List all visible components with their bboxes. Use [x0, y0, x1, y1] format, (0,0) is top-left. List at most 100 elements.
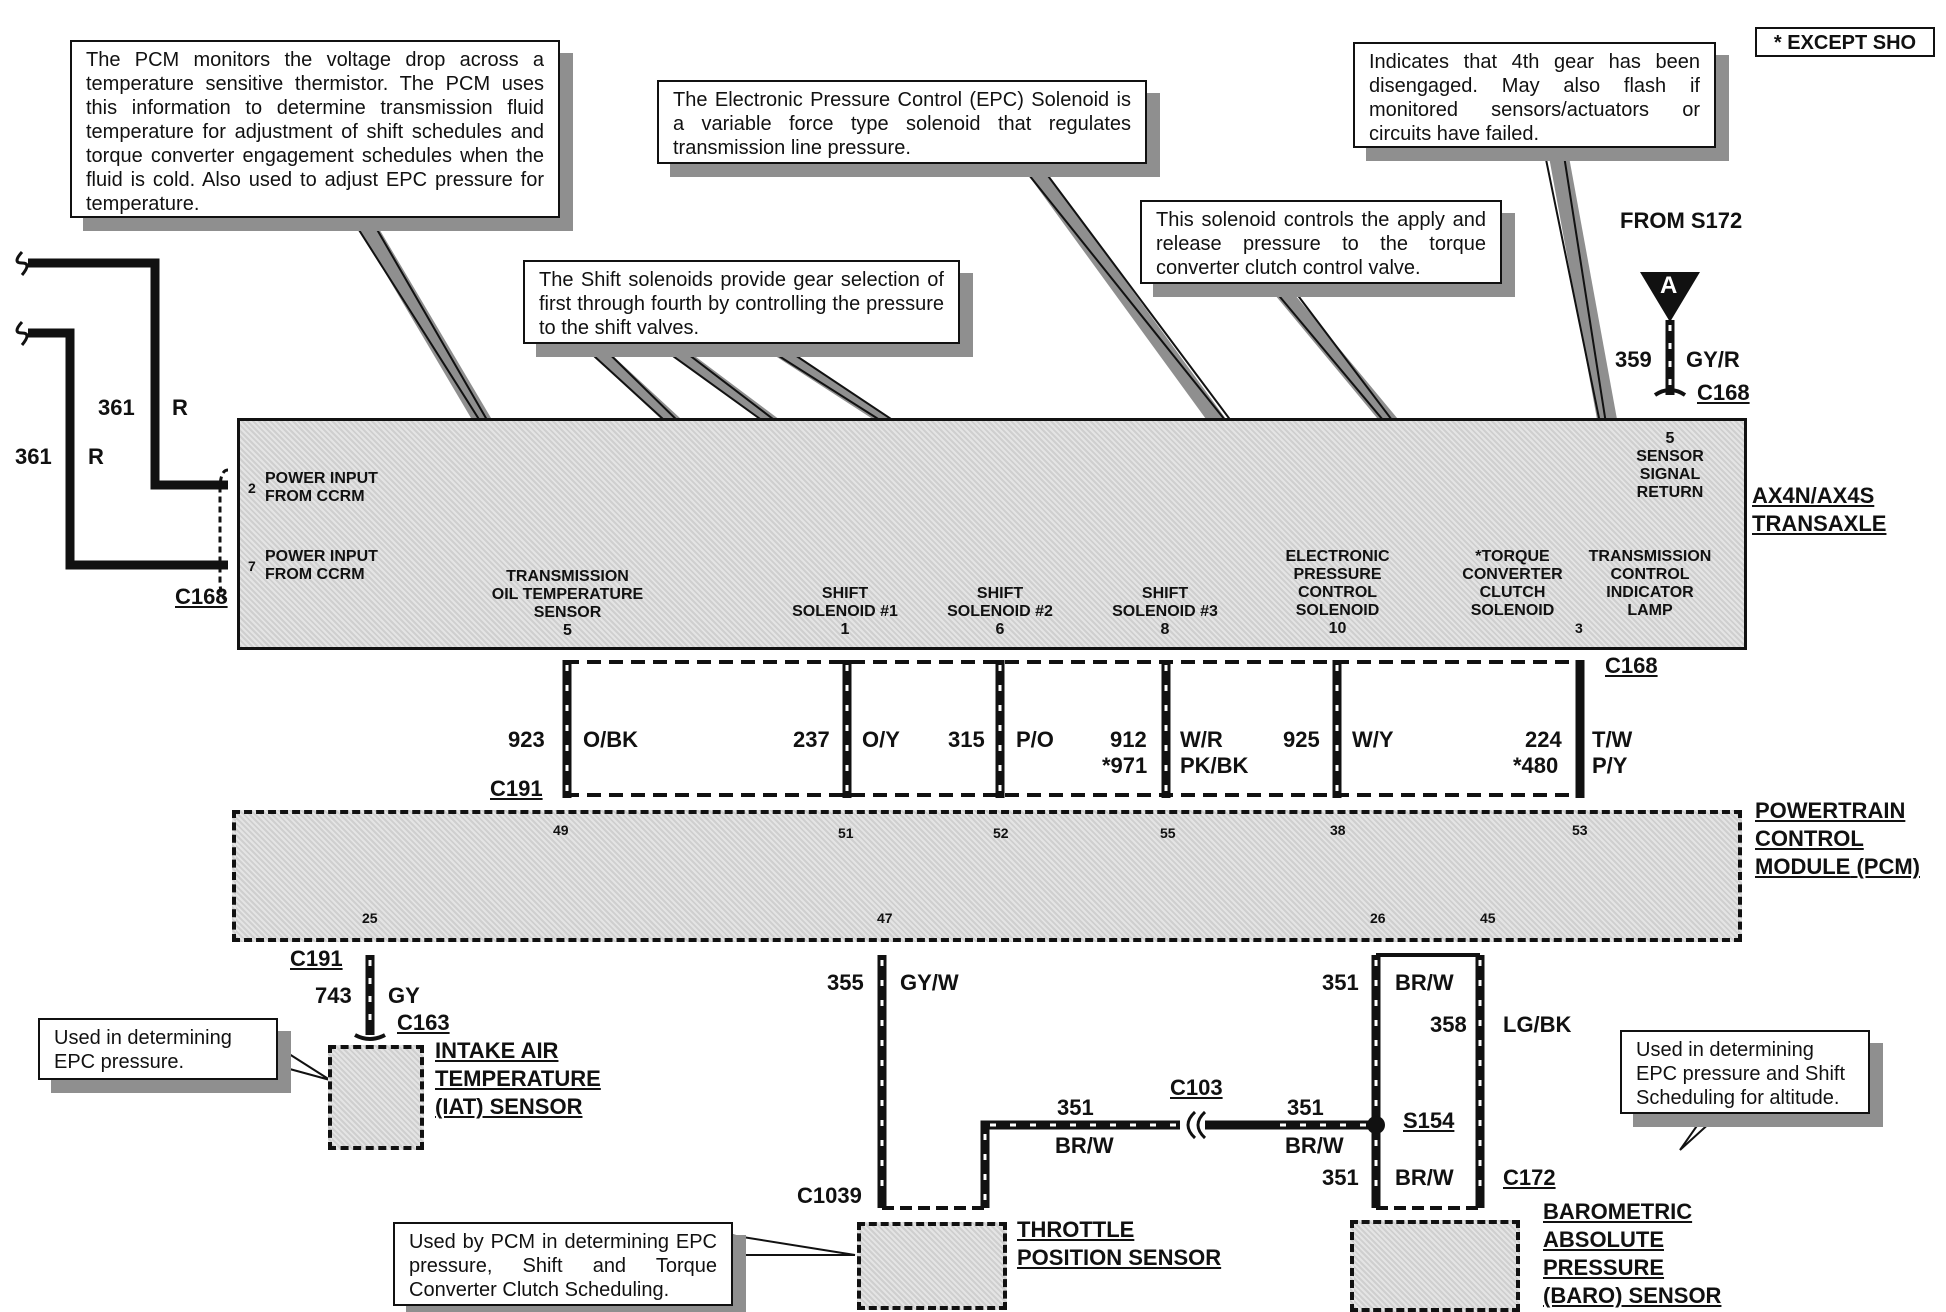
baro-sensor-name: BAROMETRIC ABSOLUTE PRESSURE (BARO) SENS… [1543, 1198, 1721, 1310]
pcm-pin-45: 45 [1480, 910, 1496, 926]
ss1-line2: SOLENOID #1 [792, 603, 898, 620]
wire-237: 237 [793, 727, 830, 752]
tot-sensor-label: TRANSMISSION OIL TEMPERATURE SENSOR 5 [470, 568, 665, 640]
power1-line2: FROM CCRM [265, 488, 365, 505]
connector-c191-top: C191 [490, 776, 543, 801]
callout-iat: Used in determining EPC pressure. [38, 1018, 278, 1080]
transaxle-name: AX4N/AX4S TRANSAXLE [1752, 482, 1886, 538]
tot-line3: SENSOR [533, 604, 602, 621]
ss2-pin: 6 [995, 621, 1005, 638]
tcil-label: TRANSMISSION CONTROL INDICATOR LAMP [1580, 548, 1720, 620]
connector-c168-right: C168 [1605, 653, 1658, 678]
callout-thermistor: The PCM monitors the voltage drop across… [70, 40, 560, 218]
callout-tcc-text: This solenoid controls the apply and rel… [1156, 209, 1486, 279]
wire-971: *971 [1102, 753, 1148, 778]
wire-351-b-color: BR/W [1055, 1133, 1114, 1158]
iat-line2: TEMPERATURE [435, 1066, 601, 1091]
callout-iat-text: Used in determining EPC pressure. [54, 1027, 232, 1073]
ss3-line1: SHIFT [1141, 585, 1189, 602]
ss1-pin: 1 [840, 621, 850, 638]
wire-315: 315 [948, 727, 985, 752]
wire-971-color: PK/BK [1180, 753, 1249, 778]
pcm-pin-25: 25 [362, 910, 378, 926]
splice-s154: S154 [1403, 1108, 1455, 1133]
tcil-pin: 3 [1575, 620, 1583, 636]
pcm-name-line2: CONTROL [1755, 826, 1864, 851]
tps-name: THROTTLE POSITION SENSOR [1017, 1216, 1221, 1272]
baro-line2: ABSOLUTE [1543, 1227, 1664, 1252]
power1-line1: POWER INPUT [265, 470, 378, 487]
wire-925-color: W/Y [1352, 727, 1394, 752]
iat-line3: (IAT) SENSOR [435, 1094, 583, 1119]
except-sho-text: * EXCEPT SHO [1773, 32, 1917, 54]
wire-923-color: O/BK [583, 727, 638, 752]
callout-fourth-gear: Indicates that 4th gear has been disenga… [1353, 42, 1716, 148]
except-sho-legend: * EXCEPT SHO [1755, 27, 1935, 57]
wire-359-color: GY/R [1686, 347, 1740, 372]
pcm-pin-52: 52 [993, 825, 1009, 841]
wire-361-a-num: 361 [98, 395, 135, 420]
wire-237-color: O/Y [862, 727, 900, 752]
power1-pin: 2 [248, 480, 256, 496]
shift-solenoid-3-label: SHIFT SOLENOID #3 8 [1100, 585, 1230, 639]
pcm-box [232, 810, 1742, 942]
wire-224: 224 [1525, 727, 1562, 752]
tcil-line1: TRANSMISSION [1588, 548, 1712, 565]
baro-line3: PRESSURE [1543, 1255, 1665, 1280]
pcm-name-line1: POWERTRAIN [1755, 798, 1906, 823]
epc-line3: CONTROL [1297, 584, 1378, 601]
pcm-pin-49: 49 [553, 822, 569, 838]
wire-361-b-color: R [88, 444, 104, 469]
connector-c103: C103 [1170, 1075, 1223, 1100]
epc-solenoid-label: ELECTRONIC PRESSURE CONTROL SOLENOID 10 [1270, 548, 1405, 638]
tcc-line2: CONVERTER [1462, 566, 1563, 583]
ss1-line1: SHIFT [821, 585, 869, 602]
ss3-pin: 8 [1160, 621, 1170, 638]
iat-sensor-box [328, 1045, 424, 1150]
ssr-line1: SENSOR [1636, 448, 1704, 465]
epc-line2: PRESSURE [1293, 566, 1382, 583]
connector-c168-left: C168 [175, 584, 228, 609]
callout-shift: The Shift solenoids provide gear selecti… [523, 260, 960, 344]
wire-361-a-color: R [172, 395, 188, 420]
callout-tps: Used by PCM in determining EPC pressure,… [393, 1222, 733, 1306]
wire-351-b: 351 [1057, 1095, 1094, 1120]
power-wires [28, 258, 228, 570]
wire-912: 912 [1110, 727, 1147, 752]
wire-361-b: 361 [15, 444, 52, 469]
power2-pin: 7 [248, 558, 256, 574]
connector-c1039: C1039 [797, 1183, 862, 1208]
callout-tps-text: Used by PCM in determining EPC pressure,… [409, 1231, 717, 1301]
tot-line2: OIL TEMPERATURE [491, 586, 644, 603]
wire-351-d: 351 [1322, 1165, 1359, 1190]
tcil-line2: CONTROL [1610, 566, 1690, 583]
tps-box [857, 1222, 1007, 1310]
wire-351-c: 351 [1287, 1095, 1324, 1120]
pcm-name: POWERTRAIN CONTROL MODULE (PCM) [1755, 797, 1920, 881]
ssr-line2: SIGNAL [1639, 466, 1701, 483]
splice-a-label: A [1660, 272, 1678, 299]
wire-912-color: W/R [1180, 727, 1223, 752]
callout-thermistor-text: The PCM monitors the voltage drop across… [86, 49, 544, 215]
callout-shift-text: The Shift solenoids provide gear selecti… [539, 269, 944, 339]
ssr-pin: 5 [1665, 430, 1675, 447]
epc-line1: ELECTRONIC [1285, 548, 1390, 565]
wire-923: 923 [508, 727, 545, 752]
tcc-line4: SOLENOID [1470, 602, 1555, 619]
ssr-line3: RETURN [1636, 484, 1704, 501]
wire-351-a: 351 [1322, 970, 1359, 995]
wire-315-color: P/O [1016, 727, 1054, 752]
ss2-line2: SOLENOID #2 [947, 603, 1053, 620]
wire-925: 925 [1283, 727, 1320, 752]
wire-355: 355 [827, 970, 864, 995]
tcil-line3: INDICATOR [1606, 584, 1694, 601]
connector-c168-top: C168 [1697, 380, 1750, 405]
wire-224-color: T/W [1592, 727, 1633, 752]
pcm-pin-26: 26 [1370, 910, 1386, 926]
callout-baro-text: Used in determining EPC pressure and Shi… [1636, 1039, 1845, 1109]
pcm-pin-38: 38 [1330, 822, 1346, 838]
callout-epc-text: The Electronic Pressure Control (EPC) So… [673, 89, 1131, 159]
pcm-name-abbr: (PCM) [1856, 854, 1920, 879]
power2-label: POWER INPUT FROM CCRM [265, 548, 378, 584]
tps-line2: POSITION SENSOR [1017, 1245, 1222, 1270]
